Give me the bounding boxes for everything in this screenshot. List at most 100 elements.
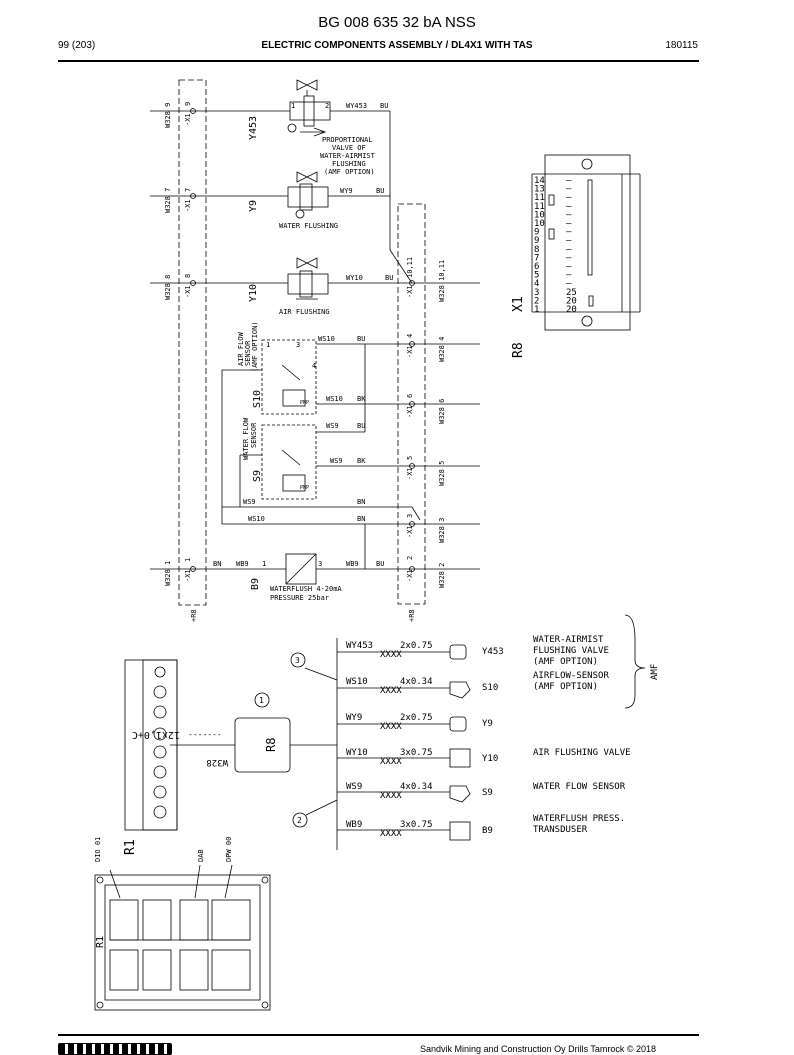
pin-s10-4: 4 [312,362,316,370]
right-wire-6: W328 6 [438,399,446,424]
y453-valve-body [289,101,331,121]
y453-desc-3: WATER-AIRMIST [320,152,376,160]
s9-label-1: WATER FLOW [242,417,250,460]
left-pin-1: 1 [184,558,192,562]
y10-ref: Y10 [248,284,259,302]
y10-valve-body [287,273,329,295]
cable-wire: WY9 [346,713,362,723]
s10-ref: S10 [252,390,263,408]
y10-desc: AIR FLUSHING [279,308,330,316]
callout-2: 2 [297,816,302,825]
x1-terminal-number: 10 [534,210,545,220]
right-pin-4: 4 [406,334,414,338]
cable-code: XXXX [380,829,402,839]
header-rule [58,60,699,62]
left-pin-8: 8 [184,274,192,278]
left-plug: +R8 [190,609,198,622]
y9-valve-body [287,186,329,208]
cable-code: XXXX [380,650,402,660]
b9-out-wire: WB9 [346,560,359,568]
x1-terminal-number: 5 [534,271,539,281]
cable-spec: 4x0.34 [400,677,433,687]
s9-bu-wire: WS9 [326,422,339,430]
right-strip-b: -X1 [406,345,414,358]
cable-desc: AIR FLUSHING VALVE [533,748,631,758]
left-wire-1: W328 1 [164,561,172,586]
x1-terminal-number: 4 [534,279,539,289]
r1-ref: R1 [123,839,138,855]
left-strip-8: -X1 [184,285,192,298]
s10-sensor-outline [261,339,317,415]
cable-ref: Y453 [482,647,504,657]
footer-copyright: Sandvik Mining and Construction Oy Drill… [420,1044,657,1054]
b9-desc-2: PRESSURE 25bar [270,594,329,602]
x1-terminal-number: 6 [534,262,539,272]
x1-terminal-value: – [566,176,572,186]
x1-terminal-value: – [566,271,572,281]
cable-ref: B9 [482,826,493,836]
box-cable: W328 [206,757,228,767]
right-wire-2: W328 2 [438,563,446,588]
b9-out-color: BU [376,560,384,568]
footer-rule [58,1034,699,1036]
r1-dpw: DPW 00 [225,837,233,862]
x1-terminal-value: – [566,236,572,246]
cable-wire: WY453 [346,641,373,651]
y453-desc-5: (AMF OPTION) [324,168,375,176]
right-strip-e: -X1 [406,525,414,538]
bn-ws9-wire: WS9 [243,498,256,506]
s9-bk-color: BK [357,457,366,465]
cable-code: XXXX [380,722,402,732]
cable-ref: S9 [482,788,493,798]
cable-wire: WS10 [346,677,368,687]
pin-b9-1: 1 [262,560,266,568]
x1-terminal-number: 10 [534,219,545,229]
cable-wire: WS9 [346,782,362,792]
x1-terminal-value: 20 [566,305,577,315]
pnp-s10: PNP [300,400,309,406]
r1-side-view [124,659,178,831]
x1-ref: X1 [511,296,526,312]
x1-ref-r8: R8 [511,342,526,358]
s9-ref: S9 [252,470,263,482]
cable-desc: (AMF OPTION) [533,657,598,667]
x1-terminal-number: 11 [534,202,545,212]
pin-y453-1: 1 [291,102,295,110]
document-title: BG 008 635 32 bA NSS [318,14,476,31]
x1-terminal-value: – [566,253,572,263]
x1-terminal-value: – [566,219,572,229]
r1-dab: DAB [197,849,205,862]
right-wire-4: W328 4 [438,337,446,362]
cable-ref: S10 [482,683,498,693]
left-wire-8: W328 8 [164,275,172,300]
cable-spec: 2x0.75 [400,641,433,651]
cable-ref: Y10 [482,754,498,764]
r1-ref-panel: R1 [95,936,106,948]
x1-terminal-value: 25 [566,288,577,298]
cable-ref: Y9 [482,719,493,729]
y453-color: BU [380,102,388,110]
x1-terminal-number: 9 [534,228,539,238]
y10-color: BU [385,274,393,282]
right-pin-5: 5 [406,456,414,460]
cable-desc: FLUSHING VALVE [533,646,609,656]
right-wire-5: W328 5 [438,461,446,486]
x1-terminal-number: 1 [534,305,539,315]
s10-label-1: AIR FLOW [237,331,245,366]
revision-date: 180115 [665,40,698,51]
s10-label-3: (AMF OPTION) [251,321,259,372]
s9-bk-wire: WS9 [330,457,343,465]
left-strip-7: -X1 [184,199,192,212]
cable-desc: (AMF OPTION) [533,682,598,692]
s10-bu-wire: WS10 [318,335,335,343]
x1-terminal-number: 3 [534,288,539,298]
x1-terminal-block [544,154,631,331]
callout-3: 3 [295,656,300,665]
s9-sensor-outline [261,424,317,500]
pin-y453-2: 2 [325,102,329,110]
y453-wire: WY453 [346,102,367,110]
y10-wire: WY10 [346,274,363,282]
